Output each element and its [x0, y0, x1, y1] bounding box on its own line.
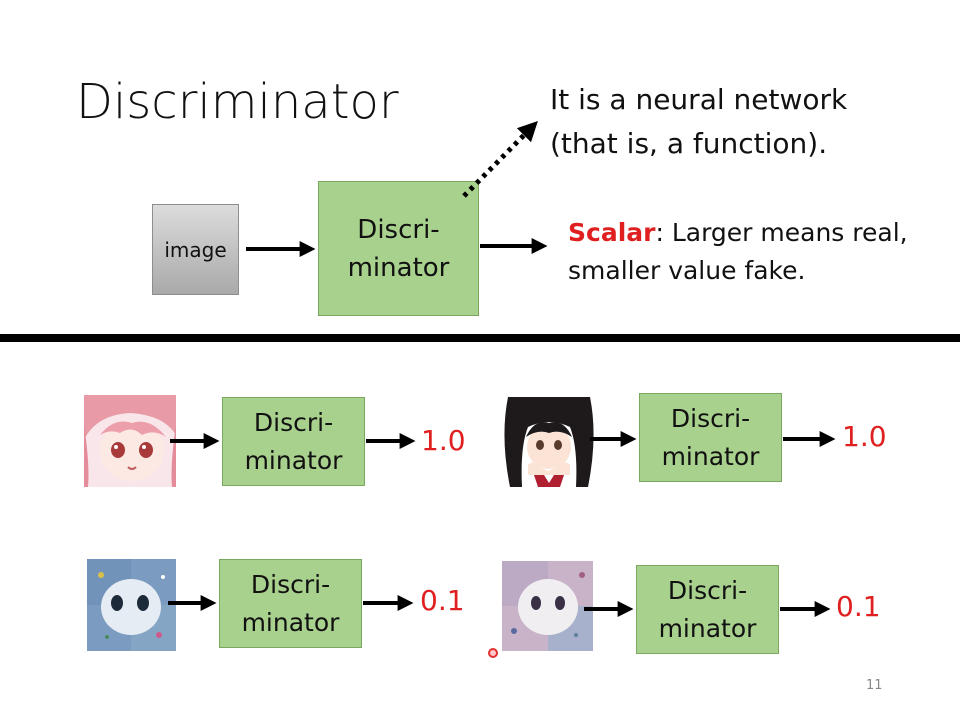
- example-1-label-line1: Discri-: [253, 407, 334, 437]
- section-divider: [0, 334, 960, 342]
- example-4-label-line1: Discri-: [667, 575, 748, 605]
- discriminator-box-example-2: Discri- minator: [639, 393, 782, 482]
- scalar-text-line2: smaller value fake.: [568, 256, 806, 285]
- slide-title: Discriminator: [76, 74, 399, 130]
- discriminator-label-line2: minator: [347, 252, 450, 283]
- network-note-line2: (that is, a function).: [550, 127, 828, 160]
- page-number: 11: [866, 678, 883, 693]
- example-3-label-line1: Discri-: [250, 569, 331, 599]
- output-value-1: 1.0: [421, 424, 466, 457]
- example-4-label-line2: minator: [658, 613, 757, 643]
- dotted-annotation-arrow: [462, 121, 538, 198]
- noisy-generated-image-1: [87, 559, 176, 651]
- input-image-label: image: [164, 237, 227, 262]
- anime-face-dark-image: [504, 397, 594, 487]
- anime-face-pink-image: [84, 395, 176, 487]
- scalar-text-line1: : Larger means real,: [655, 218, 908, 247]
- example-1-label-line2: minator: [244, 445, 343, 475]
- discriminator-box-example-1: Discri- minator: [222, 397, 365, 486]
- input-image-box: image: [152, 204, 239, 295]
- example-2-label-line1: Discri-: [670, 403, 751, 433]
- scalar-keyword: Scalar: [568, 218, 656, 247]
- output-value-3: 0.1: [420, 584, 465, 617]
- output-value-4: 0.1: [836, 590, 881, 623]
- network-note: It is a neural network (that is, a funct…: [550, 78, 847, 166]
- noisy-generated-image-2: [502, 561, 593, 651]
- example-3-label-line2: minator: [241, 607, 340, 637]
- pointer-cursor-icon: [488, 648, 498, 658]
- discriminator-box-example-4: Discri- minator: [636, 565, 779, 654]
- discriminator-box-example-3: Discri- minator: [219, 559, 362, 648]
- example-2-label-line2: minator: [661, 441, 760, 471]
- scalar-description: Scalar: Larger means real, smaller value…: [568, 214, 908, 290]
- network-note-line1: It is a neural network: [550, 83, 848, 116]
- discriminator-label-line1: Discri-: [357, 214, 440, 245]
- discriminator-box-main: Discri- minator: [318, 181, 479, 316]
- output-value-2: 1.0: [842, 420, 887, 453]
